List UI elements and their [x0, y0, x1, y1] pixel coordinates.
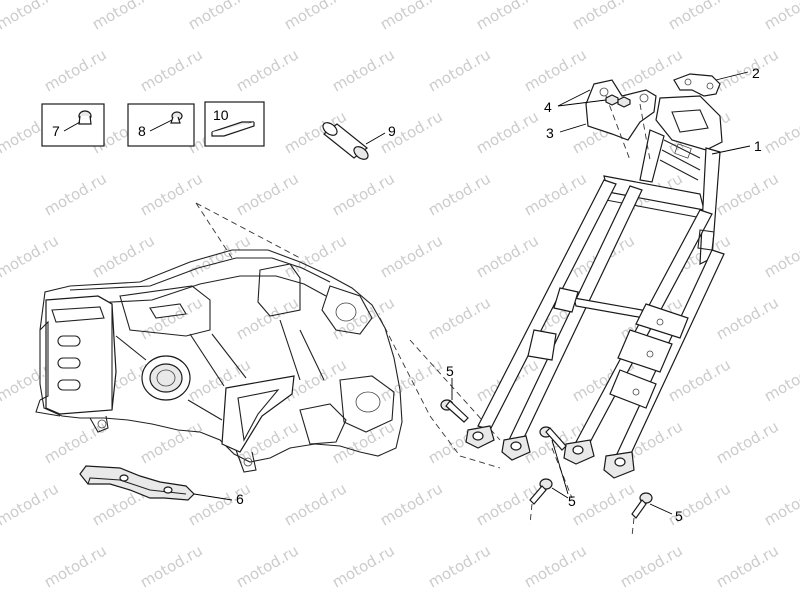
watermark-text: motod.ru	[569, 0, 638, 33]
lower-bracket-6: 6	[79, 465, 244, 507]
watermark-text: motod.ru	[761, 0, 800, 33]
watermark-text: motod.ru	[137, 293, 206, 343]
nuts-4: 4	[544, 89, 631, 115]
watermark-text: motod.ru	[521, 45, 590, 95]
guide-line-lower	[379, 317, 501, 469]
nut-icon	[617, 96, 631, 108]
watermark-text: motod.ru	[761, 479, 800, 529]
callout-4: 4	[544, 99, 552, 115]
watermark-text: motod.ru	[41, 417, 110, 467]
callout-6: 6	[236, 491, 244, 507]
watermark-text: motod.ru	[473, 479, 542, 529]
kit-box-8: 8	[127, 103, 195, 147]
callout-2: 2	[752, 65, 760, 81]
rear-subframe-1	[465, 95, 725, 479]
rubber-pad-icon	[211, 121, 255, 137]
watermark-text: motod.ru	[233, 45, 302, 95]
watermark-text: motod.ru	[137, 45, 206, 95]
watermark-text: motod.ru	[233, 541, 302, 591]
bolt-5-a: 5	[440, 363, 469, 423]
watermark-text: motod.ru	[713, 417, 782, 467]
watermark-text: motod.ru	[137, 417, 206, 467]
callout-1: 1	[754, 138, 762, 154]
watermark-text: motod.ru	[713, 541, 782, 591]
callout-10: 10	[213, 107, 229, 123]
watermark-text: motod.ru	[377, 0, 446, 33]
watermark-text: motod.ru	[473, 107, 542, 157]
watermark-text: motod.ru	[425, 541, 494, 591]
watermark-text: motod.ru	[377, 355, 446, 405]
watermark-text: motod.ru	[233, 293, 302, 343]
bolt-icon	[440, 399, 469, 423]
nut-icon	[605, 94, 619, 106]
watermark-text: motod.ru	[425, 293, 494, 343]
spacer-tube-9: 9	[322, 122, 396, 160]
watermark-text: motod.ru	[761, 107, 800, 157]
mounting-bracket-3: 3	[546, 79, 657, 161]
watermark-text: motod.ru	[89, 231, 158, 281]
watermark-text: motod.ru	[713, 45, 782, 95]
watermark-text: motod.ru	[329, 45, 398, 95]
watermark-text: motod.ru	[329, 169, 398, 219]
watermark-text: motod.ru	[281, 231, 350, 281]
watermark-text: motod.ru	[41, 541, 110, 591]
watermark-text: motod.ru	[0, 231, 62, 281]
nut-icon	[78, 110, 92, 125]
watermark-text: motod.ru	[89, 0, 158, 33]
kit-box-10: 10	[204, 101, 265, 147]
watermark-text: motod.ru	[377, 231, 446, 281]
watermark-text: motod.ru	[0, 479, 62, 529]
watermark-text: motod.ru	[41, 169, 110, 219]
watermark-text: motod.ru	[281, 0, 350, 33]
callout-5b: 5	[568, 493, 576, 509]
watermark-text: motod.ru	[713, 293, 782, 343]
watermark-text: motod.ru	[665, 355, 734, 405]
watermark-text: motod.ru	[425, 45, 494, 95]
watermark-text: motod.ru	[377, 479, 446, 529]
watermark-text: motod.ru	[521, 169, 590, 219]
watermark-text: motod.ru	[281, 479, 350, 529]
watermark-text: motod.ru	[185, 0, 254, 33]
watermark-text: motod.ru	[665, 0, 734, 33]
watermark-text: motod.ru	[41, 45, 110, 95]
watermark-text: motod.ru	[473, 0, 542, 33]
watermark-text: motod.ru	[425, 169, 494, 219]
leader-1	[711, 145, 751, 155]
watermark-text: motod.ru	[521, 541, 590, 591]
callout-9: 9	[388, 123, 396, 139]
bolt-icon	[631, 492, 653, 519]
watermark-text: motod.ru	[617, 45, 686, 95]
callout-7: 7	[52, 123, 60, 139]
kit-box-7: 7	[41, 103, 105, 147]
bolt-5-b: 5	[529, 426, 576, 525]
watermark-text: motod.ru	[233, 169, 302, 219]
watermark-text: motod.ru	[569, 479, 638, 529]
watermark-text: motod.ru	[137, 541, 206, 591]
main-frame-assembly	[35, 249, 403, 473]
bolt-icon	[529, 478, 553, 505]
bolt-5-c: 5	[631, 492, 683, 537]
callout-5c: 5	[675, 508, 683, 524]
watermark-text: motod.ru	[473, 231, 542, 281]
callout-3: 3	[546, 125, 554, 141]
watermark-text: motod.ru	[0, 0, 62, 33]
watermark-text: motod.ru	[329, 541, 398, 591]
watermark-text: motod.ru	[329, 417, 398, 467]
watermark-text: motod.ru	[761, 231, 800, 281]
watermark-text: motod.ru	[761, 355, 800, 405]
guide-line-upper	[195, 202, 301, 259]
bolt-icon	[539, 426, 567, 451]
watermark-text: motod.ru	[617, 541, 686, 591]
top-plate-2: 2	[673, 65, 760, 97]
callout-5a: 5	[446, 363, 454, 379]
callout-8: 8	[138, 123, 146, 139]
watermark-text: motod.ru	[137, 169, 206, 219]
watermark-text: motod.ru	[713, 169, 782, 219]
